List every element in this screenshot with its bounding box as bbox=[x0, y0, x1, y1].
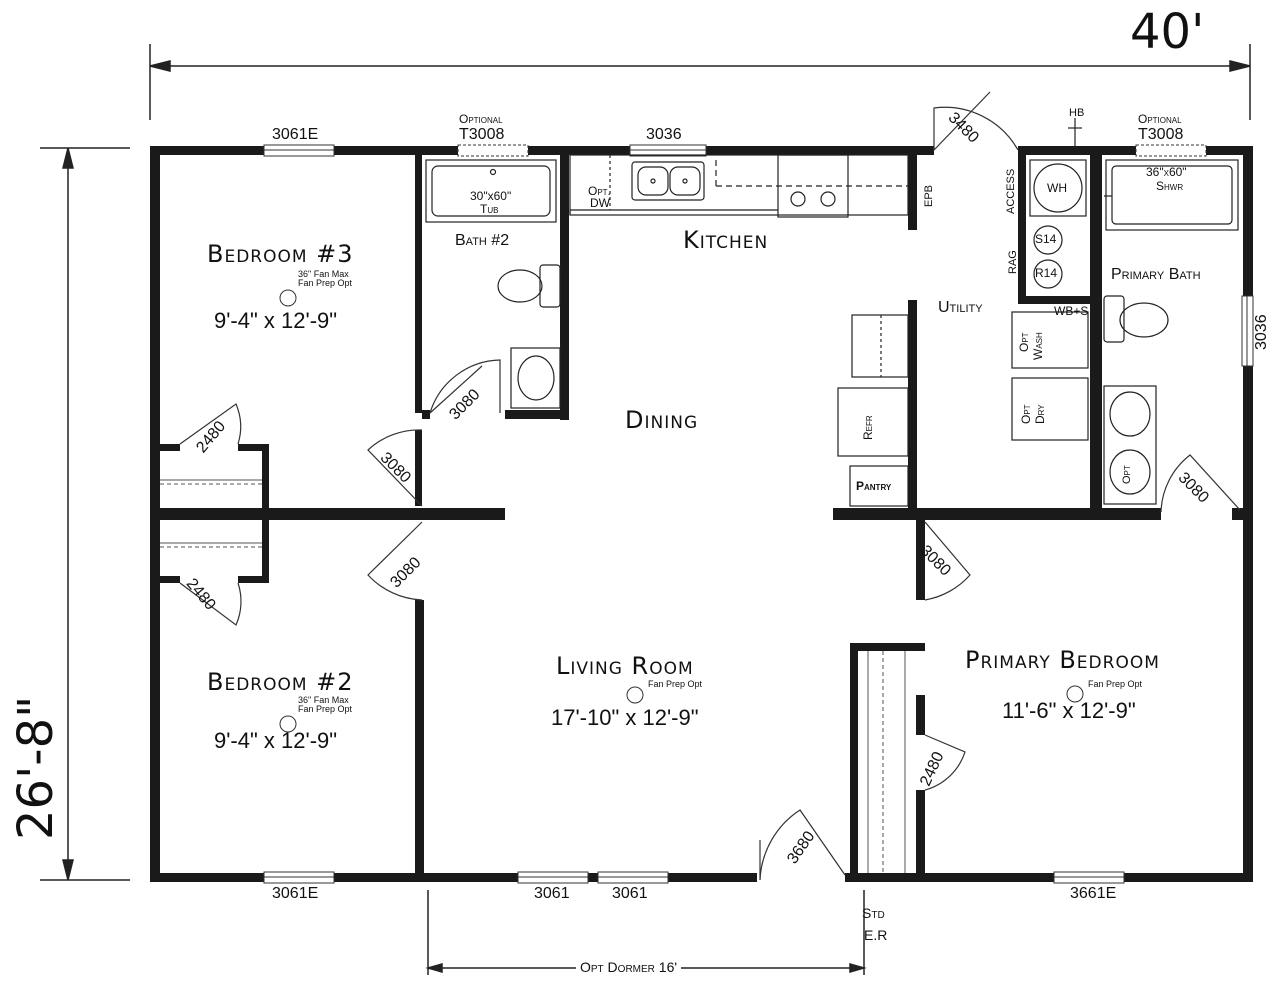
door-swings bbox=[179, 91, 1241, 881]
std-er-label-1: Std bbox=[862, 905, 885, 921]
room-living-note: Fan Prep Opt bbox=[648, 679, 703, 689]
room-bedroom3-name: Bedroom #3 bbox=[207, 240, 354, 268]
room-bedroom2-name: Bedroom #2 bbox=[207, 668, 354, 696]
room-bath2-name: Bath #2 bbox=[455, 232, 510, 249]
tub-label: Tub bbox=[480, 202, 499, 216]
opt-wash-label-2: Wash bbox=[1031, 332, 1045, 360]
window-pbath-optional-label: Optional bbox=[1138, 112, 1182, 126]
s14-label: S14 bbox=[1035, 232, 1057, 246]
window-bath2-optional-label: Optional bbox=[459, 112, 503, 126]
rag-label: RAG bbox=[1007, 250, 1019, 274]
tub-size-label: 30"x60" bbox=[470, 189, 512, 203]
room-bedroom2-size: 9'-4" x 12'-9" bbox=[214, 728, 338, 753]
kitchen-counters bbox=[569, 154, 909, 507]
window-bed3-top-label: 3061E bbox=[272, 126, 319, 143]
room-bedroom2-note: 36" Fan Max Fan Prep Opt bbox=[298, 695, 353, 715]
opt-dry-label-2: Dry bbox=[1033, 404, 1047, 424]
opt-wash-label-1: Opt bbox=[1017, 332, 1031, 352]
room-primary-bedroom-note: Fan Prep Opt bbox=[1088, 679, 1143, 689]
closet-shelves bbox=[160, 479, 906, 873]
shower-label: Shwr bbox=[1156, 179, 1184, 193]
wbs-label: WB+S bbox=[1054, 304, 1089, 318]
shower-size-label: 36"x60" bbox=[1146, 165, 1187, 179]
overall-depth-label: 26'-8" bbox=[8, 695, 64, 840]
hb-label: HB bbox=[1069, 107, 1085, 119]
std-er-label-2: E.R bbox=[864, 927, 888, 943]
fan-markers bbox=[279, 289, 1084, 733]
window-bed2-bottom-label: 3061E bbox=[272, 885, 319, 902]
opt-dw-label-1: Opt. bbox=[588, 184, 611, 198]
room-bedroom3-note: 36" Fan Max Fan Prep Opt bbox=[298, 269, 353, 289]
window-living-bottom-2-label: 3061 bbox=[612, 885, 648, 902]
window-pbath-top-label: T3008 bbox=[1138, 126, 1184, 143]
window-living-bottom-1-label: 3061 bbox=[534, 885, 570, 902]
water-heater-label: WH bbox=[1047, 181, 1067, 195]
utility-fixtures bbox=[1011, 118, 1239, 505]
room-primary-bedroom-size: 11'-6" x 12'-9" bbox=[1002, 698, 1136, 723]
bath2-fixtures bbox=[425, 159, 561, 409]
room-living-name: Living Room bbox=[556, 652, 694, 680]
room-dining-name: Dining bbox=[625, 406, 699, 434]
opt-dw-label-2: DW bbox=[590, 196, 610, 210]
access-label: ACCESS bbox=[1005, 168, 1017, 214]
opt-dry-label-1: Opt bbox=[1019, 404, 1033, 424]
room-primary-bedroom-name: Primary Bedroom bbox=[965, 646, 1160, 674]
refrigerator-label: Refr bbox=[861, 415, 875, 440]
epb-label: EPB bbox=[923, 184, 935, 207]
interior-walls bbox=[160, 155, 1243, 873]
r14-label: R14 bbox=[1035, 266, 1058, 280]
overall-width-label: 40' bbox=[1130, 4, 1205, 60]
room-kitchen-name: Kitchen bbox=[683, 226, 769, 254]
opt-sink-label: Opt bbox=[1121, 465, 1133, 484]
window-pbath-right-label: 3036 bbox=[1253, 314, 1270, 350]
window-kitchen-top-label: 3036 bbox=[646, 126, 682, 143]
room-primary-bath-name: Primary Bath bbox=[1111, 266, 1201, 283]
window-pbed-bottom-label: 3661E bbox=[1070, 885, 1117, 902]
room-living-size: 17'-10" x 12'-9" bbox=[551, 705, 699, 730]
room-bedroom3-size: 9'-4" x 12'-9" bbox=[214, 308, 338, 333]
room-utility-name: Utility bbox=[938, 299, 983, 316]
room-pantry-name: Pantry bbox=[856, 479, 892, 493]
dormer-label: Opt Dormer 16' bbox=[576, 960, 682, 974]
window-bath2-top-label: T3008 bbox=[459, 126, 505, 143]
